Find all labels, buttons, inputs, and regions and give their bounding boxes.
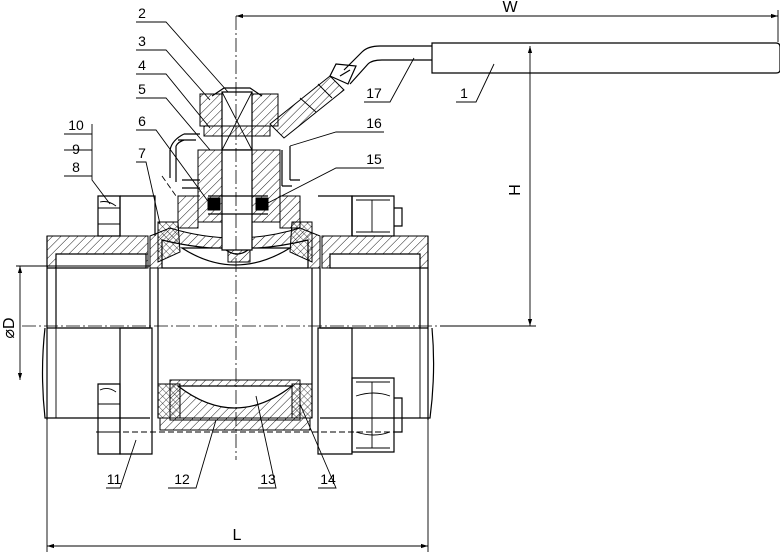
dimension-label-w: W	[502, 0, 518, 16]
part-label-4: 4	[138, 57, 146, 73]
left-end-cap	[41, 195, 156, 420]
part-label-7: 7	[138, 145, 146, 161]
leader-lines	[64, 21, 495, 489]
part-label-10: 10	[68, 117, 84, 133]
part-label-6: 6	[138, 113, 146, 129]
part-label-13: 13	[260, 471, 276, 487]
dimension-label-h: H	[507, 184, 524, 196]
part-label-2: 2	[138, 5, 146, 21]
part-label-15: 15	[366, 151, 382, 167]
dimension-label-d: ⌀D	[1, 317, 18, 338]
part-label-5: 5	[138, 81, 146, 97]
dimension-d: ⌀D	[1, 266, 23, 380]
part-label-16: 16	[366, 115, 382, 131]
dimension-w: W	[236, 0, 779, 42]
stem-assembly	[161, 63, 357, 255]
bolts	[96, 195, 403, 455]
center-lines	[16, 16, 440, 460]
part-label-11: 11	[107, 471, 122, 487]
part-label-8: 8	[72, 159, 80, 175]
handle	[343, 42, 780, 85]
part-label-9: 9	[72, 141, 80, 157]
part-label-14: 14	[320, 471, 336, 487]
dimension-h: H	[440, 46, 536, 327]
part-labels: 2 3 4 5 6 7 10 9 8 1 17 16 15 11 12 13 1…	[68, 5, 468, 487]
part-label-17: 17	[366, 85, 382, 101]
part-label-3: 3	[138, 33, 146, 49]
dimension-label-l: L	[233, 527, 242, 544]
part-label-12: 12	[174, 471, 190, 487]
right-end-cap	[318, 195, 435, 420]
seats	[157, 221, 313, 419]
part-label-1: 1	[460, 85, 468, 101]
dimension-l: L	[46, 420, 429, 552]
